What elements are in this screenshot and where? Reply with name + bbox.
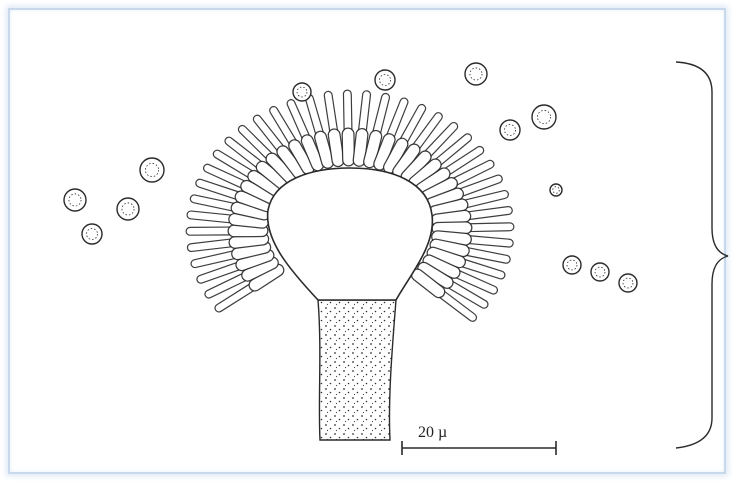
conidium: [64, 189, 86, 211]
phialide-inner: [362, 95, 366, 131]
bracket: [676, 62, 728, 448]
conidium: [465, 63, 487, 85]
conidium: [591, 263, 609, 281]
phialide-inner: [291, 104, 306, 137]
metula-inner: [370, 136, 376, 161]
metula-inner: [238, 247, 265, 253]
phialide-inner: [377, 97, 386, 132]
metula-inner: [359, 135, 362, 161]
metula-inner: [334, 135, 338, 161]
conidium: [563, 256, 581, 274]
conidium: [500, 120, 520, 140]
conidium: [82, 224, 102, 244]
phialide-inner: [469, 240, 509, 243]
phialide-inner: [470, 227, 510, 228]
scale-bar-label: 20 µ: [418, 424, 447, 442]
phialide-inner: [466, 194, 505, 203]
phialide-inner: [195, 255, 234, 264]
metula-inner: [235, 219, 263, 222]
metula-inner: [438, 228, 466, 229]
scale-bar: [402, 441, 556, 455]
phialide-inner: [194, 199, 233, 207]
phialide-inner: [467, 252, 506, 260]
conidium: [375, 70, 395, 90]
phialide-inner: [191, 215, 231, 219]
conidium: [140, 158, 164, 182]
phialide-inner: [347, 94, 348, 130]
conidiophore-stalk: [318, 300, 396, 440]
metula-inner: [438, 237, 466, 240]
metula-inner: [321, 137, 328, 162]
metula-inner: [235, 239, 263, 242]
metula-inner: [437, 216, 465, 220]
conidium: [293, 83, 311, 101]
vesicle: [268, 168, 433, 300]
conidium: [619, 274, 637, 292]
phialide-inner: [191, 243, 231, 248]
conidium: [532, 105, 556, 129]
conidium: [117, 198, 139, 220]
conidium: [550, 184, 562, 196]
